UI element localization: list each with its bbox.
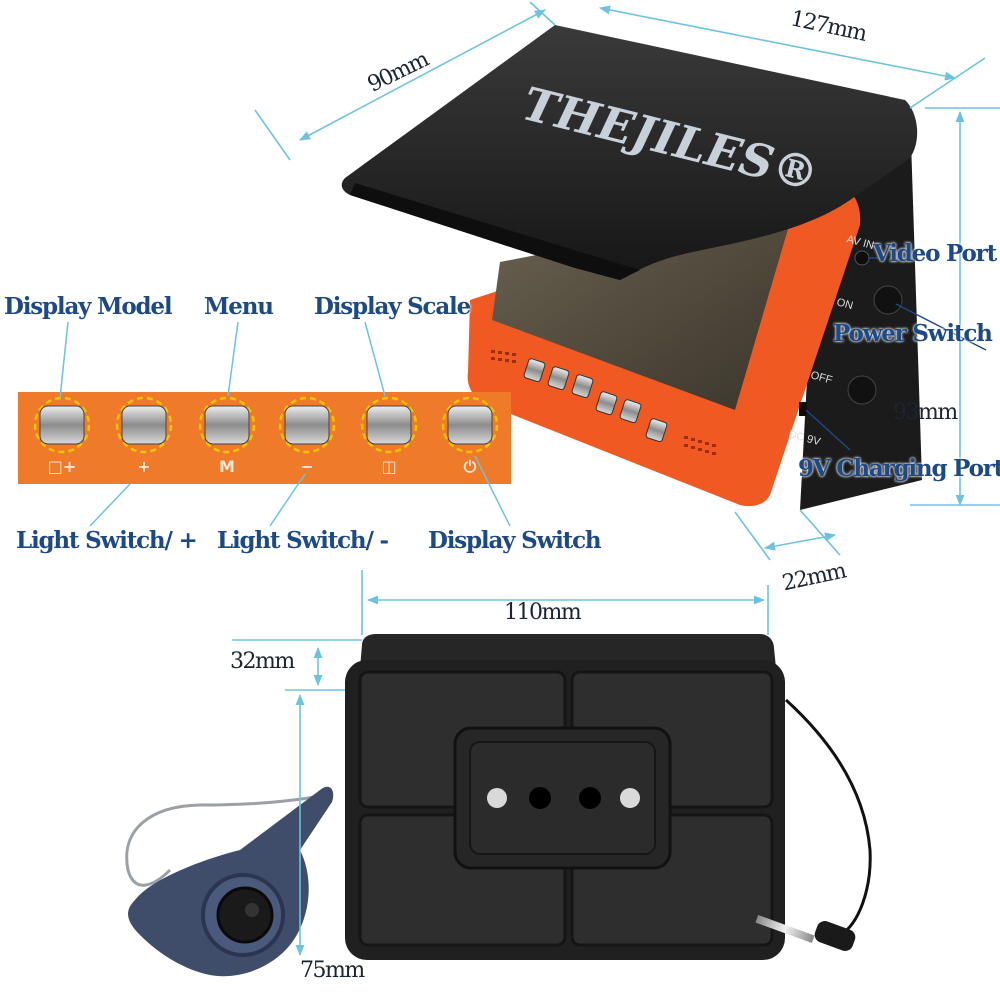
panel-callout-pointers <box>59 321 511 527</box>
video-port-jack <box>854 250 870 266</box>
panel-button-light-plus[interactable] <box>115 396 173 454</box>
label-charging-port: 9V Charging Port <box>798 455 1000 482</box>
front-button-3[interactable] <box>571 374 594 399</box>
panel-button-menu[interactable] <box>198 396 256 454</box>
dim-height: 93mm <box>893 400 958 425</box>
speaker-grille-right <box>684 436 716 455</box>
label-display-model: Display Model <box>4 293 173 320</box>
front-button-1[interactable] <box>523 358 546 383</box>
monitor-front-buttons <box>523 358 668 443</box>
mount-hole-4 <box>620 788 640 808</box>
front-button-2[interactable] <box>547 366 570 391</box>
label-video-port: Video Port <box>873 240 997 267</box>
panel-button-display-scale[interactable] <box>360 396 418 454</box>
front-button-6[interactable] <box>645 418 668 443</box>
glyph-plus: + <box>137 457 150 476</box>
glyph-display-scale: ◫ <box>381 457 396 476</box>
label-power-switch: Power Switch <box>833 320 993 347</box>
panel-buttons <box>33 396 499 454</box>
panel-button-light-minus[interactable] <box>278 396 336 454</box>
front-button-4[interactable] <box>595 391 618 416</box>
charging-port <box>799 402 807 416</box>
dim-mount-height: 75mm <box>300 958 365 983</box>
power-switch-knob-on[interactable] <box>873 285 903 315</box>
label-display-switch: Display Switch <box>428 527 602 554</box>
button-panel-strip <box>18 392 511 484</box>
audio-plug-housing <box>814 921 856 951</box>
label-light-switch-plus: Light Switch/ + <box>16 527 198 554</box>
glyph-menu: M <box>219 457 235 476</box>
dim-mount-width: 110mm <box>504 600 582 625</box>
monitor-callout-pointers <box>805 257 987 451</box>
camera-cable <box>125 793 326 887</box>
panel-button-display-switch[interactable] <box>441 396 499 454</box>
side-label-off: OFF <box>809 369 834 386</box>
glyph-display-model: □+ <box>48 457 77 476</box>
mount-hole-2 <box>529 787 551 809</box>
panel-button-glyphs: □+ + M − ◫ ⏻ <box>48 457 477 476</box>
label-menu: Menu <box>204 293 274 320</box>
front-button-5[interactable] <box>619 399 642 424</box>
mount-dimension-lines <box>232 570 769 957</box>
sun-hood-lip <box>350 183 640 280</box>
panel-button-display-model[interactable] <box>33 396 91 454</box>
glyph-power: ⏻ <box>464 457 477 476</box>
mount-and-camera <box>125 634 872 977</box>
label-light-switch-minus: Light Switch/ - <box>217 527 389 554</box>
mount-back-edge <box>360 634 776 668</box>
mount-hole-1 <box>487 788 507 808</box>
audio-plug-pin <box>755 914 815 944</box>
label-display-scale: Display Scale <box>314 293 471 320</box>
speaker-grille-left <box>491 350 516 363</box>
power-switch-knob-off[interactable] <box>847 375 877 405</box>
dim-mount-depth: 32mm <box>230 649 295 674</box>
mount-hole-3 <box>579 787 601 809</box>
button-panel: □+ + M − ◫ ⏻ <box>18 321 511 527</box>
camera-lens <box>216 886 274 944</box>
plug-cable <box>784 698 872 937</box>
monitor-dimension-lines <box>254 1 1000 561</box>
glyph-minus: − <box>300 457 313 476</box>
side-label-on: ON <box>835 296 854 312</box>
